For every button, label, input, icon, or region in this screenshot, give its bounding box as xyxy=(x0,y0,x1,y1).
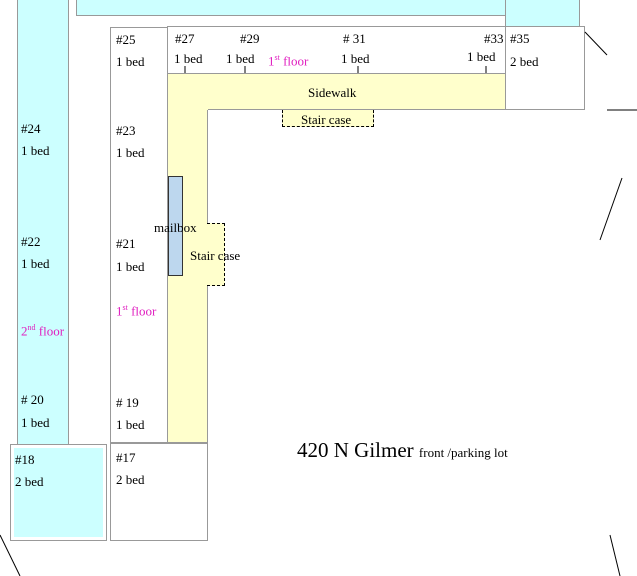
unit-24-beds: 1 bed xyxy=(21,143,50,158)
first-floor-left-label: 1st floor xyxy=(116,303,157,319)
second-floor-label: 2nd floor xyxy=(21,323,65,339)
unit-23-beds: 1 bed xyxy=(116,145,145,160)
sidewalk-label: Sidewalk xyxy=(308,85,357,100)
unit-24-number: #24 xyxy=(21,121,41,136)
unit-29-beds: 1 bed xyxy=(226,51,255,66)
building-name: 420 N Gilmer xyxy=(297,438,414,462)
floor-word: floor xyxy=(127,303,157,319)
unit-22-number: #22 xyxy=(21,234,41,249)
building-title: 420 N Gilmer front /parking lot xyxy=(297,440,508,461)
unit-27-beds: 1 bed xyxy=(174,51,203,66)
staircase-side xyxy=(207,223,225,286)
second-floor-left-wing xyxy=(17,0,69,446)
unit-17-beds: 2 bed xyxy=(116,472,145,487)
staircase-top-label: Stair case xyxy=(301,112,352,127)
unit-25-number: #25 xyxy=(116,32,136,47)
floor-num: 2 xyxy=(21,323,28,339)
sidewalk-horizontal xyxy=(207,73,506,110)
sidewalk-vertical xyxy=(167,73,208,443)
unit-35-box xyxy=(505,26,585,110)
unit-25-beds: 1 bed xyxy=(116,54,145,69)
unit-17-number: #17 xyxy=(116,450,136,465)
unit-20-beds: 1 bed xyxy=(21,415,50,430)
floor-sup: nd xyxy=(27,323,36,332)
floor-word: floor xyxy=(279,53,309,69)
unit-35-beds: 2 bed xyxy=(510,54,539,69)
floor-sup: st xyxy=(122,303,128,312)
first-floor-top-label: 1st floor xyxy=(268,53,309,69)
unit-23-number: #23 xyxy=(116,123,136,138)
unit-17-box xyxy=(110,443,208,541)
first-floor-top-wing xyxy=(167,26,506,74)
unit-21-beds: 1 bed xyxy=(116,259,145,274)
staircase-side-label: Stair case xyxy=(190,248,241,263)
sidewalk-corner xyxy=(168,74,208,110)
unit-31-beds: 1 bed xyxy=(341,51,370,66)
unit-19-beds: 1 bed xyxy=(116,417,145,432)
unit-18-number: #18 xyxy=(15,452,35,467)
unit-27-number: #27 xyxy=(175,31,195,46)
staircase-top xyxy=(282,110,374,127)
unit-18-fill xyxy=(14,448,103,537)
mailbox-shape xyxy=(168,176,183,276)
floor-sup: st xyxy=(274,53,280,62)
building-subtitle: front /parking lot xyxy=(418,445,508,460)
second-floor-right-strip xyxy=(505,0,580,26)
unit-20-number: # 20 xyxy=(21,392,44,407)
unit-31-number: # 31 xyxy=(343,31,366,46)
unit-33-beds: 1 bed xyxy=(467,49,496,64)
floor-num: 1 xyxy=(268,53,275,69)
unit-21-number: #21 xyxy=(116,236,136,251)
first-floor-left-wing xyxy=(110,27,168,443)
unit-35-number: #35 xyxy=(510,31,530,46)
unit-22-beds: 1 bed xyxy=(21,256,50,271)
unit-19-number: # 19 xyxy=(116,395,139,410)
floor-num: 1 xyxy=(116,303,123,319)
unit-18-beds: 2 bed xyxy=(15,474,44,489)
mailbox-label: mailbox xyxy=(154,220,197,235)
unit-29-number: #29 xyxy=(240,31,260,46)
floor-word: floor xyxy=(35,323,65,339)
unit-33-number: #33 xyxy=(484,31,504,46)
